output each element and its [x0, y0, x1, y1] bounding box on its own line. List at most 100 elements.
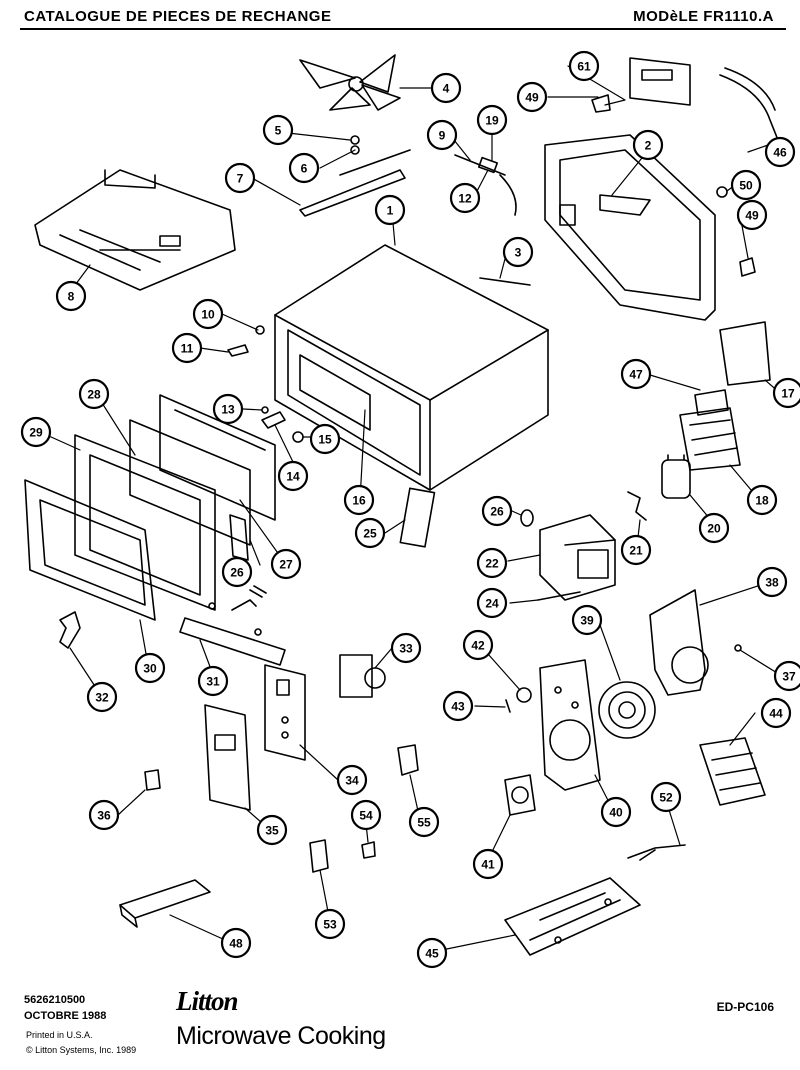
callout-number: 15 [318, 433, 332, 447]
callout-number: 7 [237, 172, 244, 186]
callout-number: 42 [471, 639, 485, 653]
grommet-small-part [520, 509, 534, 527]
callout-45: 45 [416, 937, 448, 969]
callout-37: 37 [773, 660, 800, 692]
callout-18: 18 [746, 484, 778, 516]
callout-32: 32 [86, 681, 118, 713]
callout-number: 32 [95, 691, 109, 705]
callout-circle [288, 152, 320, 184]
callout-54: 54 [350, 799, 382, 831]
cabinet-body-part [274, 244, 549, 491]
timer-switch-part [339, 654, 386, 698]
callout-circle [336, 764, 368, 796]
base-plate-part [504, 877, 641, 956]
callout-29: 29 [20, 416, 52, 448]
callout-number: 10 [201, 308, 215, 322]
callout-circle [86, 681, 118, 713]
callout-43: 43 [442, 690, 474, 722]
capacitor-part [661, 454, 691, 499]
callout-number: 49 [745, 209, 759, 223]
callout-41: 41 [472, 848, 504, 880]
diode-assembly-part [454, 154, 517, 216]
callout-47: 47 [620, 358, 652, 390]
callout-circle [270, 548, 302, 580]
callout-circle [773, 660, 800, 692]
part-catalogue-number: 5626210500 [24, 994, 86, 1006]
callout-circle [224, 162, 256, 194]
catalogue-title: CATALOGUE DE PIECES DE RECHANGE [24, 8, 332, 25]
clip-part [227, 344, 249, 357]
callout-25: 25 [354, 517, 386, 549]
callout-36: 36 [88, 799, 120, 831]
callout-circle [568, 50, 600, 82]
callout-circle [620, 534, 652, 566]
callout-circle [449, 182, 481, 214]
callout-circle [746, 484, 778, 516]
blower-housing-part [649, 589, 709, 696]
callout-circle [481, 495, 513, 527]
callout-circle [772, 377, 800, 409]
callout-number: 27 [279, 558, 293, 572]
callout-number: 61 [577, 60, 591, 74]
publication-date: OCTOBRE 1988 [24, 1010, 107, 1022]
control-plate-part [539, 659, 601, 791]
door-screen-part [129, 394, 276, 561]
callout-61: 61 [568, 50, 600, 82]
callout-27: 27 [270, 548, 302, 580]
callout-number: 8 [68, 290, 75, 304]
callout-circle [430, 72, 462, 104]
callout-number: 40 [609, 806, 623, 820]
callout-number: 47 [629, 368, 643, 382]
callout-39: 39 [571, 604, 603, 636]
callout-circle [736, 199, 768, 231]
callout-circle [476, 547, 508, 579]
callout-9: 9 [426, 119, 458, 151]
shield-strip-part [479, 277, 531, 286]
callout-number: 36 [97, 809, 111, 823]
callout-number: 50 [739, 179, 753, 193]
printed-notice: Printed in U.S.A. [26, 1030, 93, 1040]
thermal-switch-part [299, 135, 411, 217]
control-panel-board-part [264, 664, 306, 761]
callout-13: 13 [212, 393, 244, 425]
callout-44: 44 [760, 697, 792, 729]
callout-number: 14 [286, 470, 300, 484]
callout-1: 1 [374, 194, 406, 226]
callout-circle [78, 378, 110, 410]
callout-circle [502, 236, 534, 268]
side-bracket-part [719, 321, 771, 386]
knob-part [591, 94, 611, 113]
callout-circle [390, 632, 422, 664]
callout-49: 49 [516, 81, 548, 113]
callout-circle [462, 629, 494, 661]
callout-number: 53 [323, 918, 337, 932]
door-handle-part [59, 611, 81, 649]
callout-circle [197, 665, 229, 697]
callout-34: 34 [336, 764, 368, 796]
callout-17: 17 [772, 377, 800, 409]
callout-circle [472, 848, 504, 880]
nut-part [292, 431, 304, 443]
outer-door-part [24, 479, 156, 621]
callout-circle [262, 114, 294, 146]
callout-4: 4 [430, 72, 462, 104]
callout-30: 30 [134, 652, 166, 684]
callout-number: 2 [645, 139, 652, 153]
callout-circle [650, 781, 682, 813]
copyright-notice: © Litton Systems, Inc. 1989 [26, 1045, 137, 1055]
callout-circle [730, 169, 762, 201]
callout-10: 10 [192, 298, 224, 330]
screw-part [255, 325, 265, 335]
gear-part [516, 687, 532, 703]
callout-number: 54 [359, 809, 373, 823]
callout-number: 26 [490, 505, 504, 519]
callout-49: 49 [736, 199, 768, 231]
callout-15: 15 [309, 423, 341, 455]
callout-16: 16 [343, 484, 375, 516]
callout-12: 12 [449, 182, 481, 214]
door-latch-part [179, 585, 286, 666]
callout-number: 37 [782, 670, 796, 684]
callout-circle [171, 332, 203, 364]
